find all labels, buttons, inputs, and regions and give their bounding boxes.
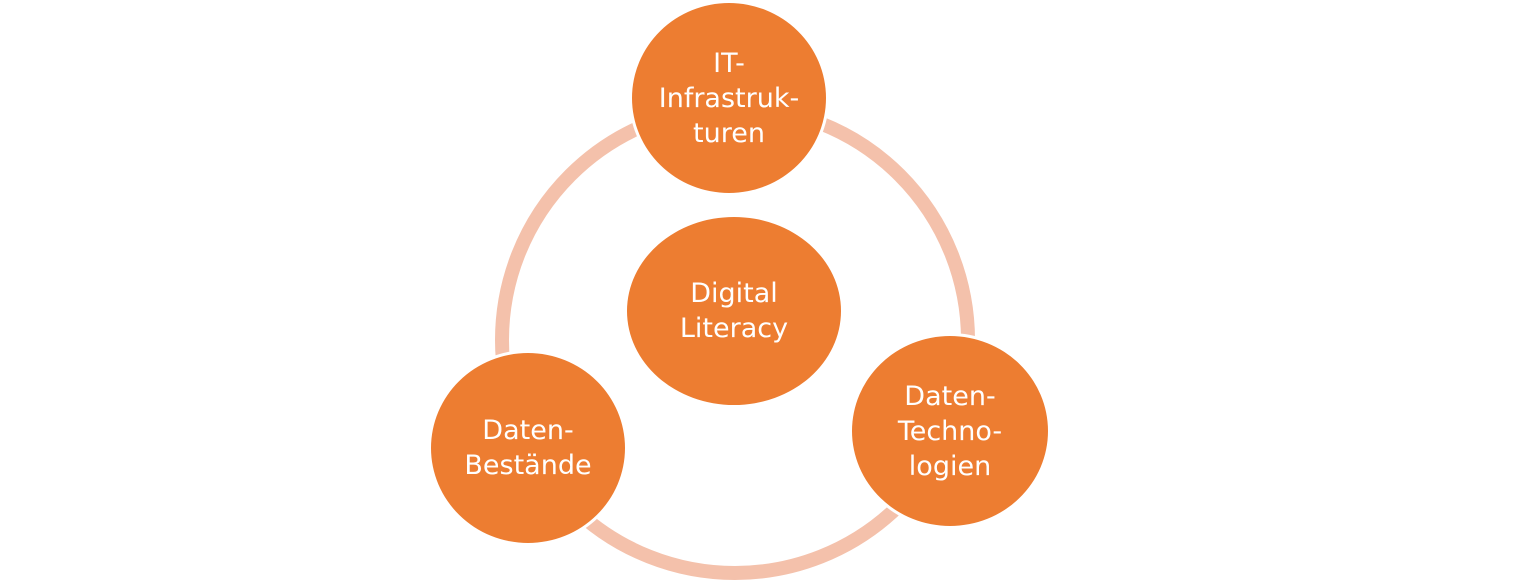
node-label-line: IT- (713, 47, 745, 79)
node-label-line: Daten- (482, 415, 574, 446)
node-data-technologies: Daten- Techno- logien (849, 333, 1051, 529)
node-digital-literacy: Digital Literacy (624, 214, 844, 408)
node-data-holdings: Daten- Bestände (428, 350, 628, 546)
node-label-line: Infrastruk- (658, 82, 800, 114)
node-data-holdings-label: Daten- Bestände (464, 413, 591, 483)
node-label-line: Daten- (904, 380, 996, 412)
node-label-line: Literacy (679, 313, 789, 344)
node-data-technologies-label: Daten- Techno- logien (898, 379, 1002, 484)
node-label-line: Digital (690, 278, 778, 309)
node-digital-literacy-label: Digital Literacy (680, 276, 788, 346)
node-label-line: turen (693, 117, 765, 149)
node-it-infrastructures-label: IT- Infrastruk- turen (659, 46, 799, 151)
node-it-infrastructures: IT- Infrastruk- turen (629, 0, 829, 196)
node-label-line: Techno- (897, 415, 1003, 447)
node-label-line: logien (908, 450, 992, 482)
node-label-line: Bestände (464, 450, 592, 481)
